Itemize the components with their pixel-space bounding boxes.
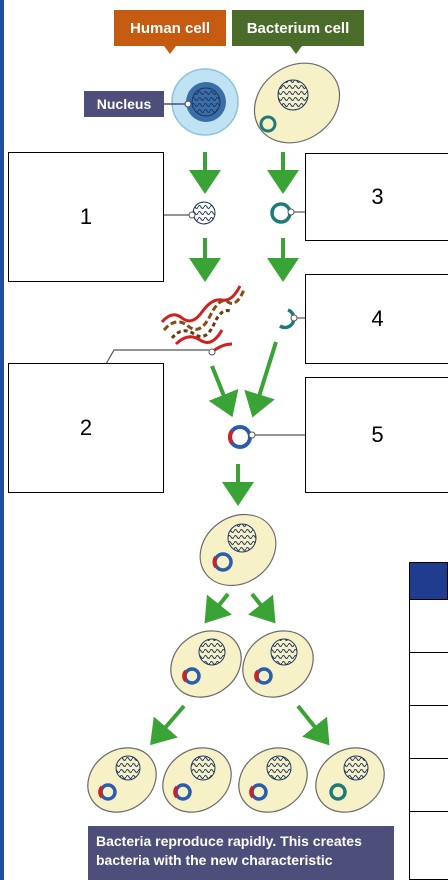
arrow-divide-left-2 (150, 704, 186, 746)
bacterium-gen2-left (170, 630, 242, 698)
label-box-3[interactable]: 3 (305, 153, 448, 241)
bacterium-gen2-right (242, 630, 314, 698)
bacterium-gen3-2 (162, 747, 232, 813)
side-table-row (409, 653, 448, 706)
bacterium-cell (253, 62, 341, 144)
bacterium-cell-tag: Bacterium cell (232, 10, 364, 46)
modified-bacterium (199, 513, 277, 587)
bacterium-gen3-1 (87, 747, 157, 813)
bacterium-gen3-3 (238, 747, 308, 813)
arrow-divide-right (248, 592, 276, 624)
arrow-plasmid-to-recombinant (244, 341, 278, 418)
cut-plasmid (279, 308, 296, 330)
extracted-plasmid (270, 202, 292, 224)
human-tag-pointer (164, 46, 176, 54)
bacterium-gen3-4 (315, 747, 385, 813)
page-frame-edge (0, 0, 4, 880)
arrow-divide-left (204, 592, 232, 624)
side-table-row (409, 706, 448, 759)
human-cell-tag: Human cell (114, 10, 226, 46)
human-cell (171, 68, 239, 136)
side-table-row (409, 600, 448, 653)
cut-dna-strands (160, 285, 246, 346)
side-table-row (409, 812, 448, 880)
label-box-4[interactable]: 4 (305, 274, 448, 364)
bacterium-tag-pointer (290, 46, 302, 54)
label-box-2[interactable]: 2 (8, 363, 164, 493)
nucleus-tag: Nucleus (84, 91, 164, 117)
side-table (409, 562, 448, 880)
side-table-header (409, 562, 448, 600)
caption-text: Bacteria reproduce rapidly. This creates… (88, 826, 394, 880)
side-table-row (409, 759, 448, 812)
label-box-5[interactable]: 5 (305, 377, 448, 493)
recombinant-plasmid (228, 425, 252, 449)
extracted-dna (192, 201, 216, 225)
label-box-1[interactable]: 1 (8, 152, 164, 282)
arrow-gene-to-recombinant (208, 365, 239, 418)
arrow-divide-right-2 (296, 704, 330, 746)
